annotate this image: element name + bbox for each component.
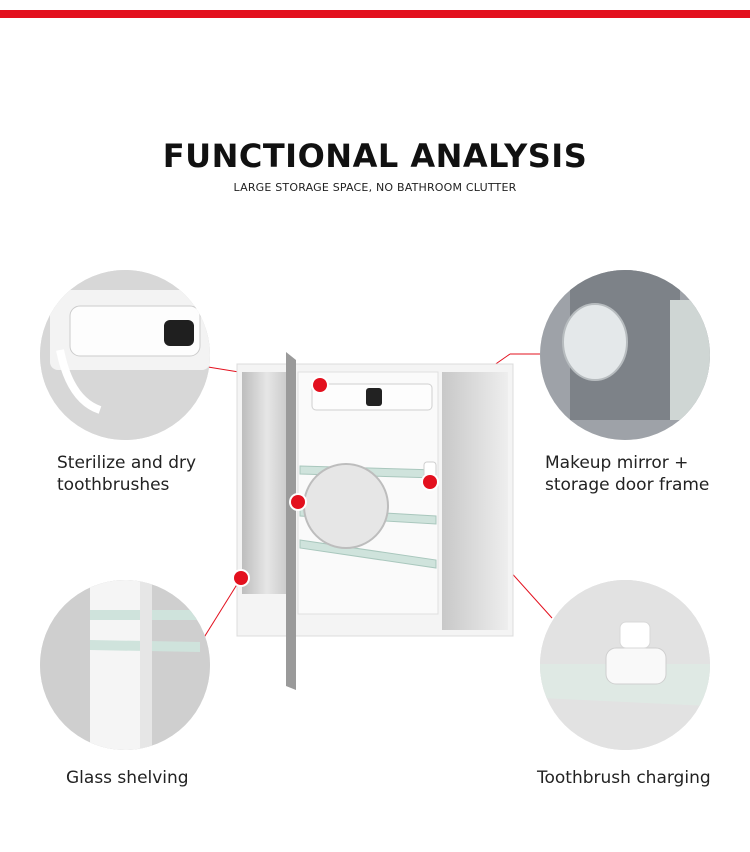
detail-image-glass-shelving (40, 580, 210, 750)
hotspot-sterilize[interactable] (313, 378, 327, 392)
page-subtitle: LARGE STORAGE SPACE, NO BATHROOM CLUTTER (233, 181, 517, 194)
feature-label-makeup-mirror-line1: Makeup mirror + (545, 453, 689, 473)
detail-image-toothbrush-charger (540, 580, 710, 750)
hotspot-shelving[interactable] (234, 571, 248, 585)
feature-label-makeup-mirror: Makeup mirror + storage door frame (545, 452, 709, 496)
feature-label-glass-shelving: Glass shelving (66, 767, 189, 789)
detail-image-sterilizer (40, 270, 210, 440)
feature-label-sterilize: Sterilize and dry toothbrushes (57, 452, 196, 496)
hotspot-mirror[interactable] (291, 495, 305, 509)
feature-label-sterilize-line2: toothbrushes (57, 475, 170, 495)
feature-label-glass-shelving-line1: Glass shelving (66, 768, 189, 788)
page-title: FUNCTIONAL ANALYSIS (162, 137, 588, 175)
top-accent-bar (0, 10, 750, 18)
feature-label-sterilize-line1: Sterilize and dry (57, 453, 197, 473)
feature-label-makeup-mirror-line2: storage door frame (545, 475, 710, 495)
hotspot-charging[interactable] (423, 475, 437, 489)
feature-label-toothbrush-charging: Toothbrush charging (537, 767, 711, 789)
detail-image-makeup-mirror (540, 270, 710, 440)
feature-label-toothbrush-charging-line1: Toothbrush charging (537, 768, 711, 788)
